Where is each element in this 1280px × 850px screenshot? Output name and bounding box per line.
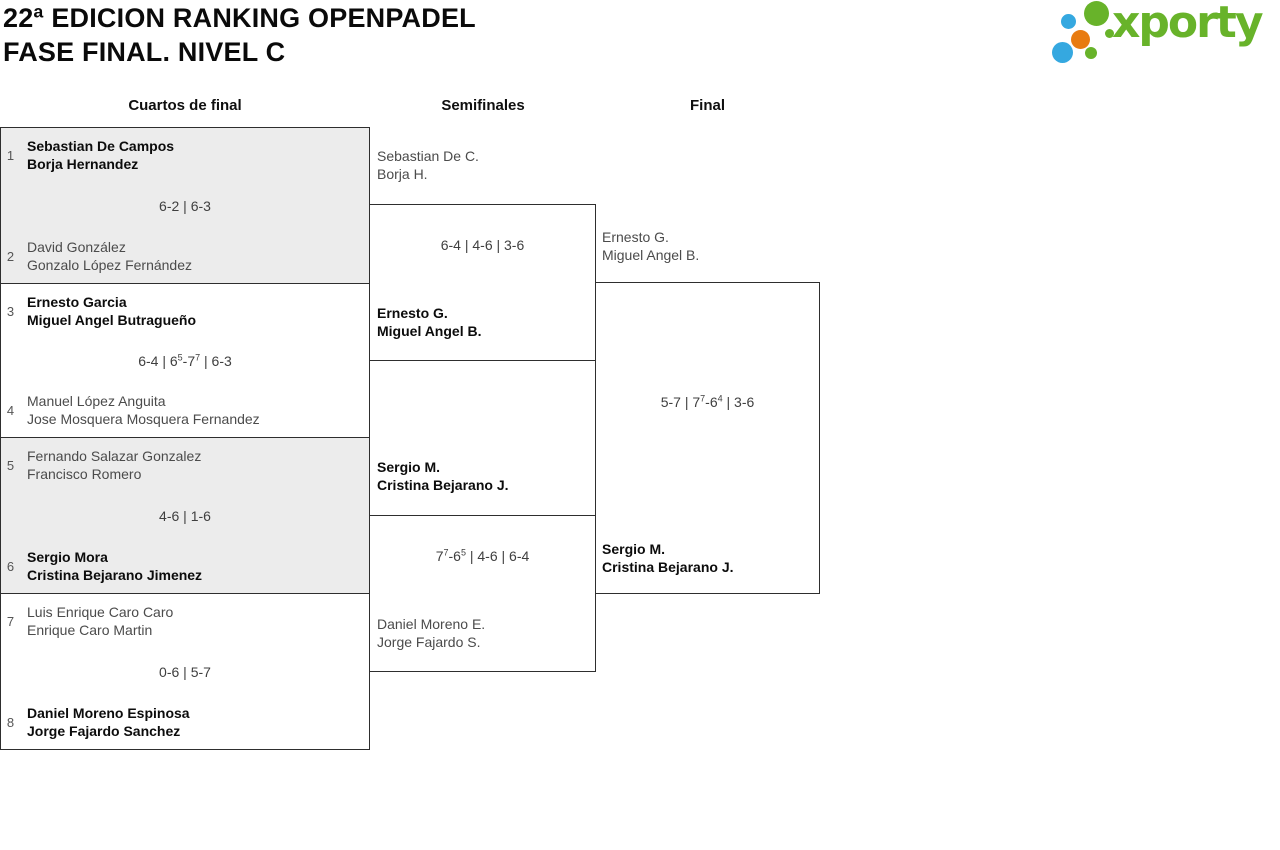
player-name: Miguel Angel B. (377, 323, 482, 339)
player-name: Gonzalo López Fernández (27, 257, 192, 273)
semifinal-match-1: Sebastian De C. Borja H. 6-4 | 4-6 | 3-6… (369, 147, 596, 361)
final-match: Ernesto G. Miguel Angel B. 5-7 | 77-64 |… (595, 225, 820, 594)
team-names: Manuel López Anguita Jose Mosquera Mosqu… (20, 392, 260, 428)
player-name: Borja Hernandez (27, 156, 139, 172)
team-names: Daniel Moreno Espinosa Jorge Fajardo San… (20, 704, 190, 740)
player-name: Sebastian De C. (377, 148, 479, 164)
player-name: Ernesto G. (602, 229, 669, 245)
match-connector-box (595, 282, 820, 594)
team-names: Sergio M. Cristina Bejarano J. (377, 458, 509, 494)
team-row: 6 Sergio Mora Cristina Bejarano Jimenez (1, 548, 202, 584)
player-name: Daniel Moreno E. (377, 616, 486, 632)
page-title: 22ª EDICION RANKING OPENPADEL FASE FINAL… (3, 1, 476, 69)
quarterfinal-match-3: 5 Fernando Salazar Gonzalez Francisco Ro… (1, 438, 369, 594)
match-score: 6-4 | 65-77 | 6-3 (138, 351, 232, 369)
seed-number: 4 (6, 402, 15, 418)
player-name: Jose Mosquera Mosquera Fernandez (27, 411, 260, 427)
player-name: Manuel López Anguita (27, 393, 166, 409)
match-connector-box (369, 515, 596, 672)
quarterfinals-column: 1 Sebastian De Campos Borja Hernandez 6-… (0, 127, 370, 750)
player-name: Daniel Moreno Espinosa (27, 705, 190, 721)
match-connector-box (369, 204, 596, 361)
round-header-final: Final (689, 97, 725, 114)
player-name: Ernesto Garcia (27, 294, 127, 310)
team-names: Ernesto G. Miguel Angel B. (377, 304, 481, 340)
team-row: 1 Sebastian De Campos Borja Hernandez (1, 137, 174, 173)
player-name: Cristina Bejarano J. (602, 559, 734, 575)
team-names: Ernesto Garcia Miguel Angel Butragueño (20, 293, 196, 329)
logo-dot-icon (1071, 30, 1090, 49)
team-names: Sebastian De Campos Borja Hernandez (20, 137, 174, 173)
team-names: Sebastian De C. Borja H. (377, 147, 479, 183)
quarterfinal-match-2: 3 Ernesto Garcia Miguel Angel Butragueño… (1, 284, 369, 438)
quarterfinal-match-1: 1 Sebastian De Campos Borja Hernandez 6-… (1, 128, 369, 284)
team-names: Ernesto G. Miguel Angel B. (602, 228, 699, 264)
player-name: Borja H. (377, 166, 428, 182)
player-name: Francisco Romero (27, 466, 142, 482)
player-name: Miguel Angel B. (602, 247, 700, 263)
seed-number: 8 (6, 714, 15, 730)
logo-dot-icon (1084, 1, 1109, 26)
match-score: 77-65 | 4-6 | 6-4 (435, 547, 530, 564)
round-header-semifinales: Semifinales (441, 97, 525, 114)
match-score: 6-2 | 6-3 (159, 197, 211, 214)
page-title-line2: FASE FINAL. NIVEL C (3, 37, 286, 67)
player-name: Jorge Fajardo Sanchez (27, 723, 181, 739)
xporty-logo[interactable]: xporty (1048, 0, 1280, 63)
logo-dot-icon (1061, 14, 1076, 29)
semifinal-match-2: Sergio M. Cristina Bejarano J. 77-65 | 4… (369, 458, 596, 672)
team-row: 5 Fernando Salazar Gonzalez Francisco Ro… (1, 447, 201, 483)
team-row: 8 Daniel Moreno Espinosa Jorge Fajardo S… (1, 704, 190, 740)
team-names: Sergio Mora Cristina Bejarano Jimenez (20, 548, 202, 584)
player-name: Miguel Angel Butragueño (27, 312, 197, 328)
page-title-line1: 22ª EDICION RANKING OPENPADEL (3, 3, 476, 33)
logo-dot-icon (1085, 47, 1097, 59)
team-names: Luis Enrique Caro Caro Enrique Caro Mart… (20, 603, 173, 639)
seed-number: 2 (6, 248, 15, 264)
quarterfinal-match-4: 7 Luis Enrique Caro Caro Enrique Caro Ma… (1, 594, 369, 749)
player-name: Sergio M. (377, 459, 441, 475)
player-name: Luis Enrique Caro Caro (27, 604, 174, 620)
team-row: 3 Ernesto Garcia Miguel Angel Butragueño (1, 293, 196, 329)
logo-dot-icon (1105, 29, 1114, 38)
team-row: 2 David González Gonzalo López Fernández (1, 238, 192, 274)
seed-number: 6 (6, 558, 15, 574)
team-row: 4 Manuel López Anguita Jose Mosquera Mos… (1, 392, 260, 428)
player-name: David González (27, 239, 126, 255)
match-score: 6-4 | 4-6 | 3-6 (440, 237, 525, 253)
logo-wordmark: xporty (1112, 0, 1264, 48)
team-names: David González Gonzalo López Fernández (20, 238, 192, 274)
round-header-cuartos: Cuartos de final (128, 97, 242, 114)
seed-number: 7 (6, 613, 15, 629)
match-score: 4-6 | 1-6 (159, 507, 211, 524)
player-name: Jorge Fajardo S. (377, 634, 481, 650)
match-score: 0-6 | 5-7 (159, 663, 211, 680)
player-name: Fernando Salazar Gonzalez (27, 448, 202, 464)
match-score: 5-7 | 77-64 | 3-6 (660, 393, 755, 410)
player-name: Sergio Mora (27, 549, 108, 565)
team-names: Fernando Salazar Gonzalez Francisco Rome… (20, 447, 201, 483)
player-name: Sebastian De Campos (27, 138, 175, 154)
player-name: Sergio M. (602, 541, 666, 557)
team-row: 7 Luis Enrique Caro Caro Enrique Caro Ma… (1, 603, 173, 639)
player-name: Enrique Caro Martin (27, 622, 153, 638)
team-names: Sergio M. Cristina Bejarano J. (602, 540, 734, 576)
player-name: Cristina Bejarano J. (377, 477, 509, 493)
logo-dot-icon (1052, 42, 1073, 63)
seed-number: 5 (6, 457, 15, 473)
team-names: Daniel Moreno E. Jorge Fajardo S. (377, 615, 485, 651)
player-name: Ernesto G. (377, 305, 448, 321)
seed-number: 3 (6, 303, 15, 319)
seed-number: 1 (6, 147, 15, 163)
player-name: Cristina Bejarano Jimenez (27, 567, 203, 583)
